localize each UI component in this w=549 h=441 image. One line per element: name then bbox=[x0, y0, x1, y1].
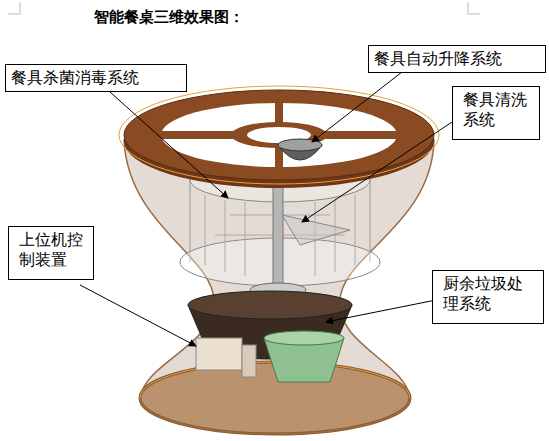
corner-mark bbox=[8, 2, 20, 14]
callout-text: 餐具清洗系统 bbox=[463, 90, 531, 130]
callout-box: 餐具清洗系统 bbox=[452, 86, 540, 140]
diagram-title: 智能餐桌三维效果图： bbox=[94, 8, 244, 27]
callout-text: 餐具杀菌消毒系统 bbox=[11, 68, 181, 88]
leader-line bbox=[80, 285, 196, 346]
bowl-rim bbox=[278, 139, 322, 151]
turntable-ring bbox=[161, 103, 397, 167]
corner-mark bbox=[468, 2, 480, 14]
waste-bin-rim bbox=[264, 331, 344, 345]
selection-outline bbox=[119, 86, 439, 184]
leader-line bbox=[326, 300, 436, 322]
callout-text: 厨余垃圾处理系统 bbox=[443, 274, 535, 314]
turntable-spoke bbox=[161, 103, 397, 167]
leader-line bbox=[312, 72, 402, 142]
leader-line bbox=[302, 120, 455, 222]
controller-module bbox=[242, 345, 256, 377]
callout-box: 厨余垃圾处理系统 bbox=[432, 270, 544, 324]
waste-tank-top bbox=[188, 291, 352, 319]
callout-text: 上位机控制装置 bbox=[19, 230, 85, 270]
leader-line bbox=[110, 92, 228, 198]
callout-box: 上位机控制装置 bbox=[8, 226, 94, 280]
tabletop bbox=[124, 90, 434, 180]
controller-box bbox=[196, 338, 242, 370]
callout-text: 餐具自动升降系统 bbox=[374, 49, 540, 69]
wash-ramp bbox=[282, 215, 350, 245]
callout-box: 餐具杀菌消毒系统 bbox=[5, 64, 187, 92]
callout-box: 餐具自动升降系统 bbox=[368, 45, 546, 73]
